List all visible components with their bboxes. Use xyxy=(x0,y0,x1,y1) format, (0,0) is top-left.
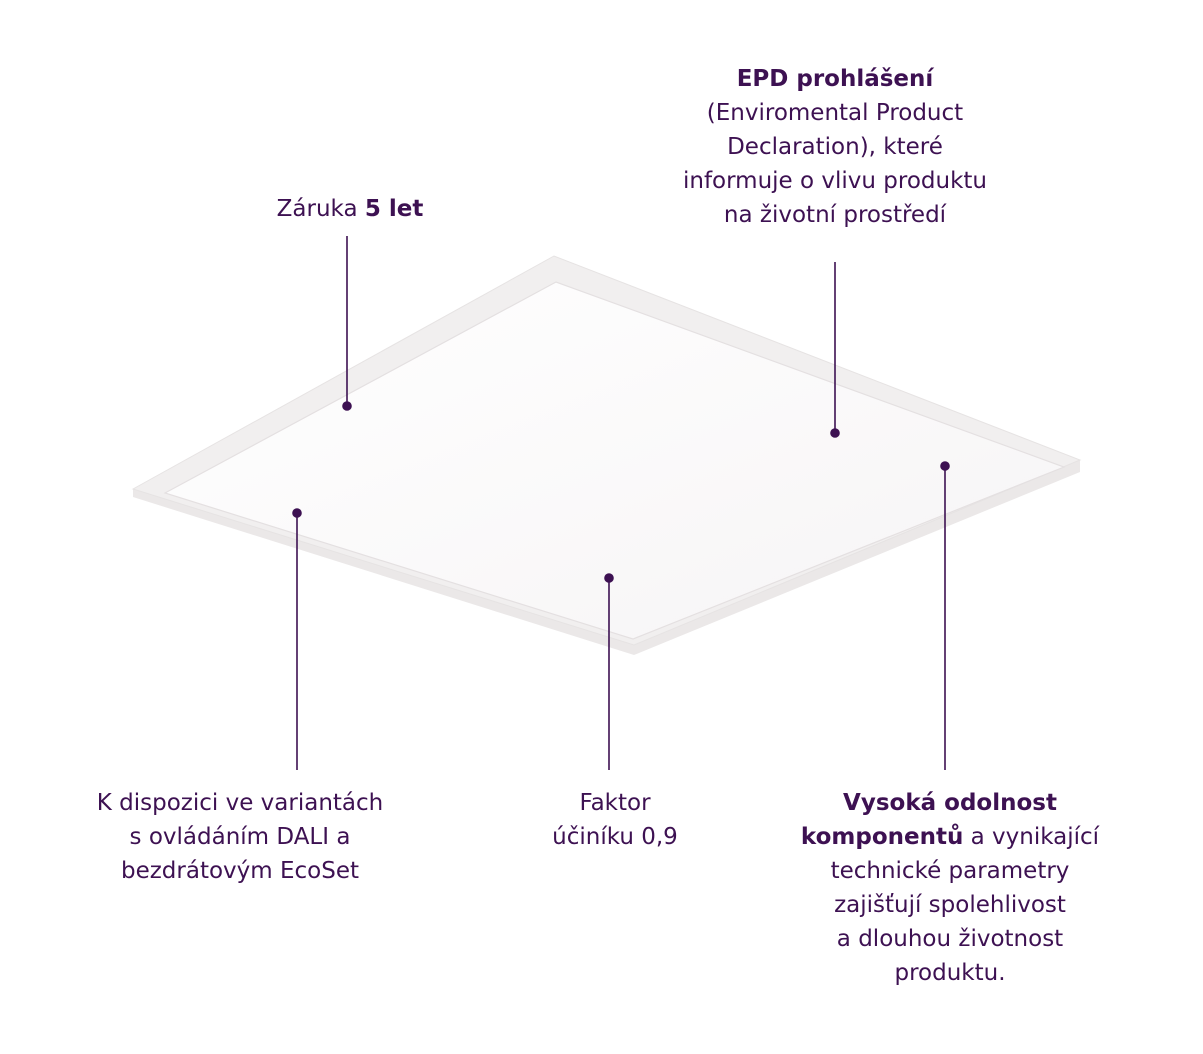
warranty-text: Záruka xyxy=(276,196,365,222)
power-line-2: účiníku 0,9 xyxy=(552,824,678,850)
dali-line-3: bezdrátovým EcoSet xyxy=(120,858,360,884)
dali-line-1: K dispozici ve variantách xyxy=(96,790,384,816)
callout-epd: EPD prohlášení (Enviromental Product Dec… xyxy=(620,62,1050,232)
durability-line-3: technické parametry xyxy=(830,858,1070,884)
callout-power-factor: Faktor účiníku 0,9 xyxy=(500,786,730,854)
epd-title: EPD prohlášení xyxy=(736,66,934,92)
leader-dot-power xyxy=(604,573,614,583)
warranty-bold: 5 let xyxy=(364,196,424,222)
durability-bold-2: komponentů xyxy=(800,824,964,850)
leader-dot-durability xyxy=(940,461,950,471)
epd-line-2: Declaration), které xyxy=(727,134,943,160)
epd-line-4: na životní prostředí xyxy=(723,202,947,228)
callout-warranty: Záruka 5 let xyxy=(200,192,500,226)
panel-face xyxy=(163,281,1066,640)
epd-line-3: informuje o vlivu produktu xyxy=(682,168,987,194)
durability-rest-2: a vynikající xyxy=(963,824,1100,850)
durability-bold-1: Vysoká odolnost xyxy=(843,790,1057,816)
leader-dot-dali xyxy=(292,508,302,518)
epd-line-1: (Enviromental Product xyxy=(706,100,964,126)
leader-dot-warranty xyxy=(342,401,352,411)
durability-line-2: komponentů a vynikající xyxy=(760,820,1140,854)
callout-durability: Vysoká odolnost komponentů a vynikající … xyxy=(760,786,1140,990)
durability-line-5: a dlouhou životnost xyxy=(836,926,1064,952)
leader-dot-epd xyxy=(830,428,840,438)
callout-dali: K dispozici ve variantách s ovládáním DA… xyxy=(40,786,440,888)
power-line-1: Faktor xyxy=(579,790,651,816)
durability-line-6: produktu. xyxy=(894,960,1006,986)
durability-line-4: zajišťují spolehlivost xyxy=(834,892,1066,918)
dali-line-2: s ovládáním DALI a xyxy=(129,824,351,850)
